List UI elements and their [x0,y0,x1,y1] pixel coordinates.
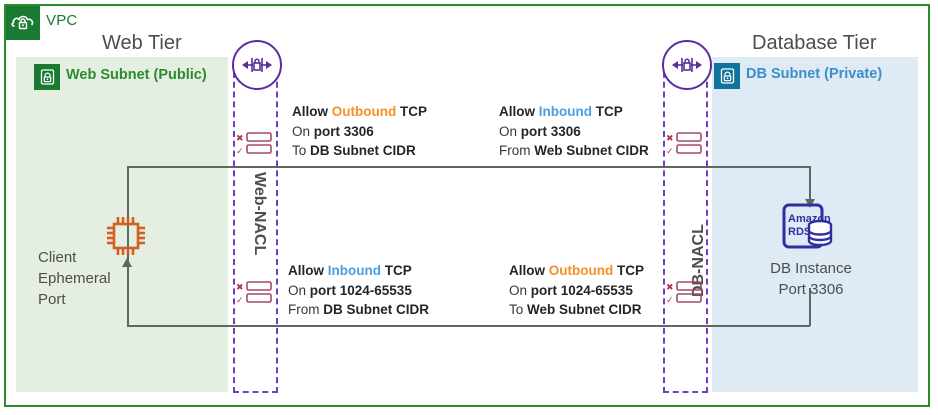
rule-protocol: TCP [380,263,412,278]
web-subnet-label: Web Subnet (Public) [66,67,207,83]
db-instance-name: DB Instance [770,260,852,277]
rule-port-prefix: On [288,282,310,298]
db-instance-label: DB Instance Port 3306 [761,258,861,300]
rule-line-3: To DB Subnet CIDR [292,141,427,161]
web-subnet-lock-icon [34,64,60,90]
svg-text:✓: ✓ [236,296,244,306]
rule-line-3: From DB Subnet CIDR [288,300,429,320]
rule-protocol: TCP [613,263,644,278]
rule-cidr-value: Web Subnet CIDR [534,143,649,158]
svg-text:✖: ✖ [666,134,674,144]
connector-return-horizontal [127,325,810,327]
rule-port-value: port 3306 [313,123,374,139]
db-subnet-label: DB Subnet (Private) [746,66,883,82]
rule-cidr-prefix: From [288,302,324,317]
web-nacl-icon [232,40,282,90]
rule-protocol: TCP [591,104,623,119]
rule-port-value: port 1024-65535 [530,282,633,298]
rule-cidr-prefix: To [292,143,311,158]
rule-port-prefix: On [292,123,314,139]
vpc-title: VPC [46,12,78,29]
rule-cidr-value: DB Subnet CIDR [310,143,416,158]
connector-outbound-horizontal [127,166,810,168]
rule-block-web-outbound: Allow Outbound TCP On port 3306 To DB Su… [292,102,427,161]
rule-cidr-prefix: From [499,143,535,158]
rule-port-value: port 1024-65535 [309,282,412,298]
svg-text:✖: ✖ [666,283,674,293]
rule-cidr-value: DB Subnet CIDR [323,302,429,317]
rule-allow-text: Allow [288,263,328,278]
svg-text:✓: ✓ [666,147,674,157]
cpu-chip-icon [102,212,150,260]
svg-text:✓: ✓ [666,296,674,306]
rule-allow-text: Allow [499,104,539,119]
db-instance-port: Port 3306 [778,281,844,298]
db-nacl-icon [662,40,712,90]
rule-cidr-prefix: To [509,302,528,317]
rule-block-db-outbound: Allow Outbound TCP On port 1024-65535 To… [509,261,644,320]
rule-line-2: On port 1024-65535 [288,281,429,301]
web-nacl-label: Web-NACL [251,172,268,256]
rule-line-2: On port 1024-65535 [509,281,644,301]
rule-line-2: On port 3306 [499,122,649,142]
rule-cidr-value: Web Subnet CIDR [527,302,642,317]
rule-port-prefix: On [499,123,521,139]
db-nacl-rules-icon-top: ✖ ✓ [666,131,704,157]
client-label-line-2: Ephemeral [38,270,111,287]
rule-direction: Inbound [327,263,381,278]
db-nacl-rules-icon-bottom: ✖ ✓ [666,280,704,306]
svg-text:RDS: RDS [788,226,811,238]
rule-port-prefix: On [509,282,531,298]
rule-direction: Outbound [548,263,614,278]
svg-text:✖: ✖ [236,283,244,293]
rule-allow-text: Allow [292,104,332,119]
vpc-cloud-lock-icon [6,6,40,40]
amazon-rds-icon: Amazon RDS [782,203,837,255]
arrow-into-client [122,258,132,267]
web-nacl-rules-icon-top: ✖ ✓ [236,131,274,157]
rule-line-1: Allow Inbound TCP [499,102,649,122]
svg-text:✖: ✖ [236,134,244,144]
rule-block-web-inbound: Allow Inbound TCP On port 1024-65535 Fro… [288,261,429,320]
web-tier-title: Web Tier [102,32,182,54]
rule-line-3: From Web Subnet CIDR [499,141,649,161]
client-ephemeral-port-label: Client Ephemeral Port [38,247,111,310]
rule-direction: Outbound [331,104,397,119]
rule-line-1: Allow Outbound TCP [292,102,427,122]
client-label-line-1: Client [38,249,77,266]
rule-port-value: port 3306 [520,123,581,139]
db-subnet-lock-icon [714,63,740,89]
rule-line-2: On port 3306 [292,122,427,142]
rule-line-1: Allow Inbound TCP [288,261,429,281]
web-nacl-rules-icon-bottom: ✖ ✓ [236,280,274,306]
rule-line-3: To Web Subnet CIDR [509,300,644,320]
rule-block-db-inbound: Allow Inbound TCP On port 3306 From Web … [499,102,649,161]
client-label-line-3: Port [38,291,66,308]
rule-line-1: Allow Outbound TCP [509,261,644,281]
connector-client-up-segment [127,166,129,326]
database-tier-title: Database Tier [752,32,877,54]
rule-allow-text: Allow [509,263,549,278]
svg-text:✓: ✓ [236,147,244,157]
connector-outbound-down-to-rds [809,166,811,202]
rule-direction: Inbound [538,104,592,119]
connector-return-down-from-rds [809,288,811,326]
rule-protocol: TCP [396,104,427,119]
